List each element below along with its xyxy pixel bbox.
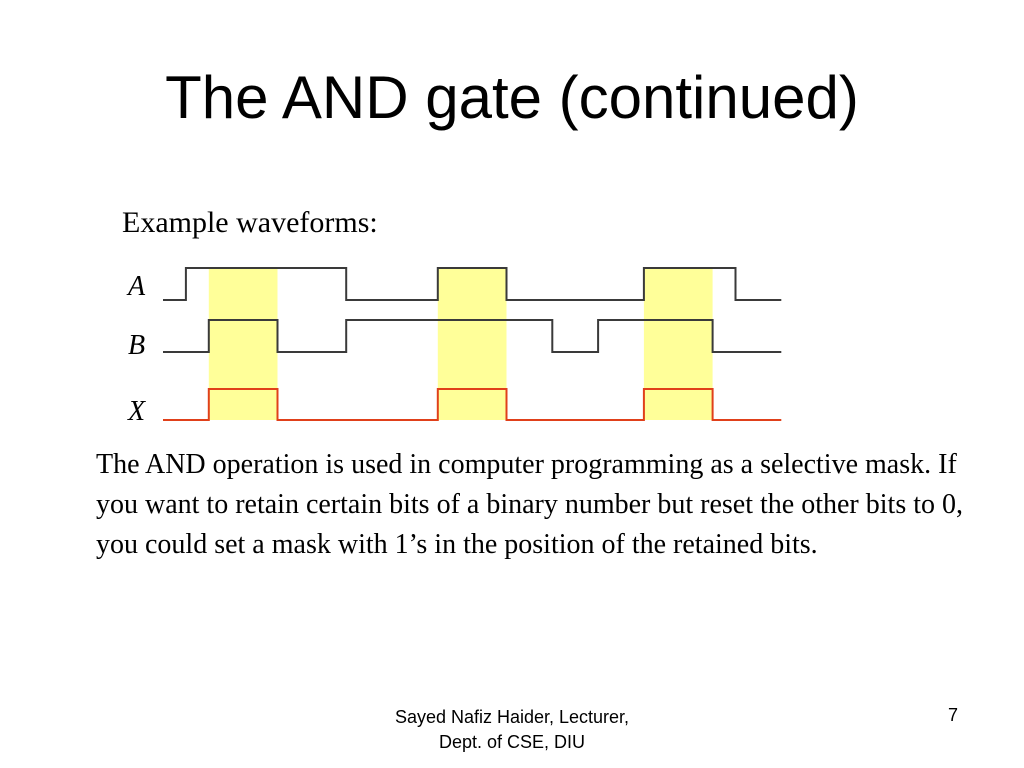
- footer-line-1: Sayed Nafiz Haider, Lecturer,: [394, 707, 630, 727]
- page-number: 7: [948, 705, 959, 725]
- explanation-paragraph: The AND operation is used in computer pr…: [96, 449, 963, 560]
- signal-label-a: A: [126, 271, 146, 302]
- waveform-b: [163, 319, 782, 353]
- signal-label-x: X: [127, 396, 146, 427]
- waveform-a: [163, 267, 782, 301]
- slide-title: The AND gate (continued): [165, 64, 859, 131]
- signal-label-b: B: [128, 330, 145, 361]
- highlight-region: [208, 268, 278, 420]
- signal-lines: [163, 267, 782, 421]
- waveform-diagram: A B X: [126, 267, 782, 427]
- footer-line-2: Dept. of CSE, DIU: [438, 732, 586, 752]
- highlight-region: [437, 268, 507, 420]
- footer-credit: Sayed Nafiz Haider, Lecturer, Dept. of C…: [362, 705, 662, 755]
- waveform-x: [163, 388, 782, 421]
- waveforms-caption: Example waveforms:: [122, 206, 378, 239]
- highlight-region: [643, 268, 713, 420]
- highlight-regions: [208, 268, 713, 420]
